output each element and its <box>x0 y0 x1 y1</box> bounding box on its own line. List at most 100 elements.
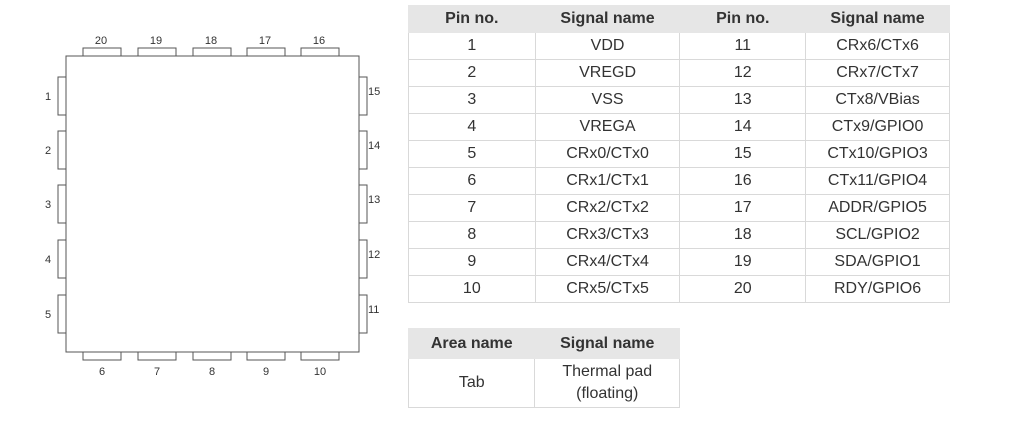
pin-pad <box>246 351 286 361</box>
pin-pad <box>82 351 122 361</box>
signal-name-cell: CRx0/CTx0 <box>534 140 681 168</box>
signal-name-cell: VDD <box>534 32 681 60</box>
pin-number-cell: 1 <box>408 32 536 60</box>
pin-pad <box>358 76 368 116</box>
pin-label: 16 <box>313 35 325 47</box>
column-header-signal-name: Signal name <box>805 5 950 33</box>
pin-number-cell: 11 <box>679 32 807 60</box>
chip-body <box>65 55 360 353</box>
signal-name-cell: CRx7/CTx7 <box>805 59 950 87</box>
pin-label: 1 <box>45 91 51 103</box>
signal-name-cell: CRx5/CTx5 <box>534 275 681 303</box>
pin-label: 7 <box>154 366 160 378</box>
pin-pad <box>82 47 122 57</box>
pin-pad <box>300 351 340 361</box>
pin-pad <box>57 239 67 279</box>
table-header-row: Pin no. Signal name Pin no. Signal name <box>408 5 950 33</box>
signal-name-cell: CTx11/GPIO4 <box>805 167 950 195</box>
pin-number-cell: 20 <box>679 275 807 303</box>
pin-label: 8 <box>209 366 215 378</box>
pin-number-cell: 4 <box>408 113 536 141</box>
signal-name-cell: ADDR/GPIO5 <box>805 194 950 222</box>
pin-pad <box>358 184 368 224</box>
pin-number-cell: 19 <box>679 248 807 276</box>
pin-number-cell: 17 <box>679 194 807 222</box>
column-header-pin-no: Pin no. <box>679 5 807 33</box>
pin-number-cell: 6 <box>408 167 536 195</box>
pin-pad <box>300 47 340 57</box>
column-header-signal-name: Signal name <box>534 328 680 359</box>
pin-number-cell: 7 <box>408 194 536 222</box>
signal-name-cell: CRx2/CTx2 <box>534 194 681 222</box>
pin-label: 9 <box>263 366 269 378</box>
pin-number-cell: 2 <box>408 59 536 87</box>
pin-pad <box>137 351 177 361</box>
signal-name-cell: VREGD <box>534 59 681 87</box>
signal-name-cell: SCL/GPIO2 <box>805 221 950 249</box>
pin-pad <box>358 294 368 334</box>
pin-label: 10 <box>314 366 326 378</box>
pin-label: 6 <box>99 366 105 378</box>
pin-label: 17 <box>259 35 271 47</box>
pin-label: 15 <box>368 86 380 98</box>
signal-name-cell: VREGA <box>534 113 681 141</box>
signal-name-cell: Thermal pad (floating) <box>534 358 680 408</box>
pin-label: 3 <box>45 199 51 211</box>
pin-pad <box>57 184 67 224</box>
pin-pad <box>358 239 368 279</box>
pin-pad <box>57 76 67 116</box>
table-header-row: Area name Signal name <box>407 328 680 359</box>
area-name-cell: Tab <box>407 358 536 408</box>
pin-label: 18 <box>205 35 217 47</box>
pin-pad <box>192 351 232 361</box>
signal-name-line: Thermal pad <box>562 363 653 380</box>
pin-label: 4 <box>45 254 51 266</box>
pin-number-cell: 15 <box>679 140 807 168</box>
column-header-area-name: Area name <box>407 328 536 359</box>
pin-label: 19 <box>150 35 162 47</box>
pin-number-cell: 9 <box>408 248 536 276</box>
column-header-signal-name: Signal name <box>534 5 681 33</box>
signal-name-cell: CRx1/CTx1 <box>534 167 681 195</box>
pin-number-cell: 16 <box>679 167 807 195</box>
signal-name-cell: CTx9/GPIO0 <box>805 113 950 141</box>
pin-pad <box>246 47 286 57</box>
column-header-pin-no: Pin no. <box>408 5 536 33</box>
signal-name-cell: CRx3/CTx3 <box>534 221 681 249</box>
signal-name-line: (floating) <box>576 385 639 402</box>
signal-name-cell: VSS <box>534 86 681 114</box>
pin-number-cell: 14 <box>679 113 807 141</box>
pin-pad <box>137 47 177 57</box>
pin-label: 13 <box>368 194 380 206</box>
pin-label: 11 <box>368 304 379 316</box>
pin-label: 2 <box>45 145 51 157</box>
pin-number-cell: 12 <box>679 59 807 87</box>
pin-label: 14 <box>368 140 380 152</box>
pin-label: 5 <box>45 309 51 321</box>
pin-number-cell: 18 <box>679 221 807 249</box>
pin-number-cell: 10 <box>408 275 536 303</box>
pin-label: 12 <box>368 249 380 261</box>
area-table: Area name Signal name Tab Thermal pad (f… <box>407 328 680 408</box>
table-row: Tab Thermal pad (floating) <box>407 358 680 408</box>
pin-number-cell: 13 <box>679 86 807 114</box>
pin-number-cell: 5 <box>408 140 536 168</box>
pin-number-cell: 8 <box>408 221 536 249</box>
pin-number-cell: 3 <box>408 86 536 114</box>
pin-pad <box>57 130 67 170</box>
pin-pad <box>192 47 232 57</box>
signal-name-cell: CTx10/GPIO3 <box>805 140 950 168</box>
pin-pad <box>57 294 67 334</box>
pin-pad <box>358 130 368 170</box>
signal-name-cell: RDY/GPIO6 <box>805 275 950 303</box>
pin-assignment-table: Pin no. Signal name Pin no. Signal name … <box>408 5 950 303</box>
